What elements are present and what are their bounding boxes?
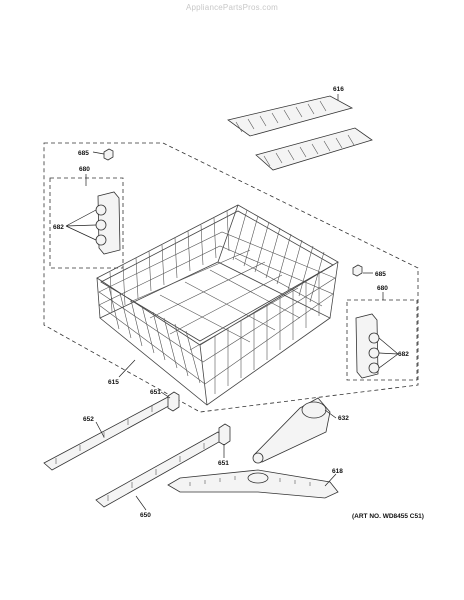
roller-bracket-680-left <box>95 191 121 255</box>
roller-wheel-682 <box>368 347 380 359</box>
spray-arm-618 <box>167 469 339 499</box>
roller-wheel-682 <box>95 234 107 246</box>
rack-slide-652 <box>43 396 177 471</box>
callout-616: 616 <box>333 86 344 93</box>
callout-618: 618 <box>332 468 343 475</box>
end-cap-651-bottom <box>218 423 231 446</box>
callout-652: 652 <box>83 416 94 423</box>
tine-row-assembly-616 <box>227 95 373 171</box>
art-number: (ART NO. WD8455 C51) <box>352 513 424 520</box>
callout-685-left: 685 <box>78 150 89 157</box>
callout-680-right: 680 <box>377 285 388 292</box>
callout-685-right: 685 <box>375 271 386 278</box>
spray-arm-feed-632 <box>252 397 331 464</box>
assembly-outline <box>43 142 419 413</box>
roller-wheel-682 <box>95 204 107 216</box>
roller-wheel-682 <box>95 219 107 231</box>
roller-bracket-680-right <box>355 313 380 379</box>
callout-682-right: 682 <box>398 351 409 358</box>
callout-650: 650 <box>140 512 151 519</box>
callout-682-left: 682 <box>53 224 64 231</box>
callout-651-top: 651 <box>150 389 161 396</box>
roller-wheel-682 <box>368 332 380 344</box>
callout-651-bottom: 651 <box>218 460 229 467</box>
callout-632: 632 <box>338 415 349 422</box>
upper-rack-615 <box>96 204 339 406</box>
clip-685-right <box>352 264 363 277</box>
rack-slide-650 <box>95 431 227 508</box>
callout-615: 615 <box>108 379 119 386</box>
leader-lines <box>65 94 399 511</box>
roller-wheel-682 <box>368 362 380 374</box>
end-cap-651-top <box>167 391 180 412</box>
right-detail-box <box>346 299 418 381</box>
left-detail-box <box>49 177 124 269</box>
watermark: AppliancePartsPros.com <box>186 3 278 12</box>
clip-685-left <box>103 148 114 161</box>
callout-680-left: 680 <box>79 166 90 173</box>
